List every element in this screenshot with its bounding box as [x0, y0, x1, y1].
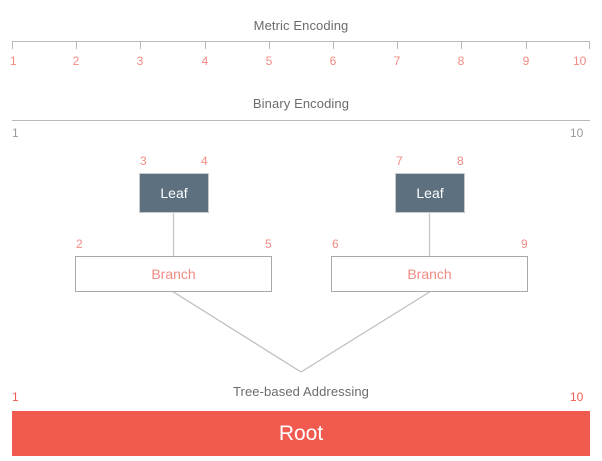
- binary-encoding-title: Binary Encoding: [252, 96, 350, 111]
- metric-label-1: 1: [10, 54, 17, 68]
- tree-addressing-title: Tree-based Addressing: [232, 384, 370, 399]
- ruler-tick-6: [333, 41, 334, 49]
- binary-start-label: 1: [12, 126, 19, 140]
- metric-ruler: [12, 41, 590, 51]
- ruler-tick-7: [397, 41, 398, 49]
- branch-right-label: Branch: [407, 266, 452, 282]
- metric-label-10: 10: [573, 54, 587, 68]
- branch-right-start-label: 6: [332, 237, 339, 251]
- metric-label-7: 7: [393, 54, 401, 68]
- leaf-left-end-label: 4: [201, 154, 208, 168]
- metric-label-2: 2: [72, 54, 80, 68]
- leaf-left-start-label: 3: [140, 154, 147, 168]
- metric-label-8: 8: [457, 54, 465, 68]
- ruler-tick-10: [589, 41, 590, 49]
- root-end-label: 10: [570, 390, 584, 404]
- leaf-node-left[interactable]: Leaf: [139, 173, 209, 213]
- leaf-node-right[interactable]: Leaf: [395, 173, 465, 213]
- root-start-label: 1: [12, 390, 19, 404]
- binary-end-label: 10: [570, 126, 584, 140]
- ruler-tick-5: [269, 41, 270, 49]
- branch-right-end-label: 9: [521, 237, 528, 251]
- leaf-left-label: Leaf: [160, 185, 188, 201]
- leaf-right-end-label: 8: [457, 154, 464, 168]
- ruler-tick-1: [12, 41, 13, 49]
- ruler-tick-4: [205, 41, 206, 49]
- branch-left-end-label: 5: [265, 237, 272, 251]
- metric-label-5: 5: [265, 54, 273, 68]
- root-node[interactable]: Root: [12, 411, 590, 456]
- metric-label-4: 4: [201, 54, 209, 68]
- ruler-tick-2: [76, 41, 77, 49]
- branch-left-start-label: 2: [76, 237, 83, 251]
- metric-label-9: 9: [522, 54, 530, 68]
- ruler-tick-8: [461, 41, 462, 49]
- ruler-tick-3: [140, 41, 141, 49]
- leaf-right-label: Leaf: [416, 185, 444, 201]
- metric-label-3: 3: [136, 54, 144, 68]
- ruler-tick-9: [526, 41, 527, 49]
- branch-left-label: Branch: [151, 266, 196, 282]
- root-label: Root: [278, 421, 324, 445]
- branch-node-right[interactable]: Branch: [331, 256, 528, 292]
- leaf-right-start-label: 7: [396, 154, 403, 168]
- binary-axis-line: [12, 120, 590, 121]
- branch-node-left[interactable]: Branch: [75, 256, 272, 292]
- metric-encoding-title: Metric Encoding: [253, 18, 349, 33]
- metric-label-6: 6: [329, 54, 337, 68]
